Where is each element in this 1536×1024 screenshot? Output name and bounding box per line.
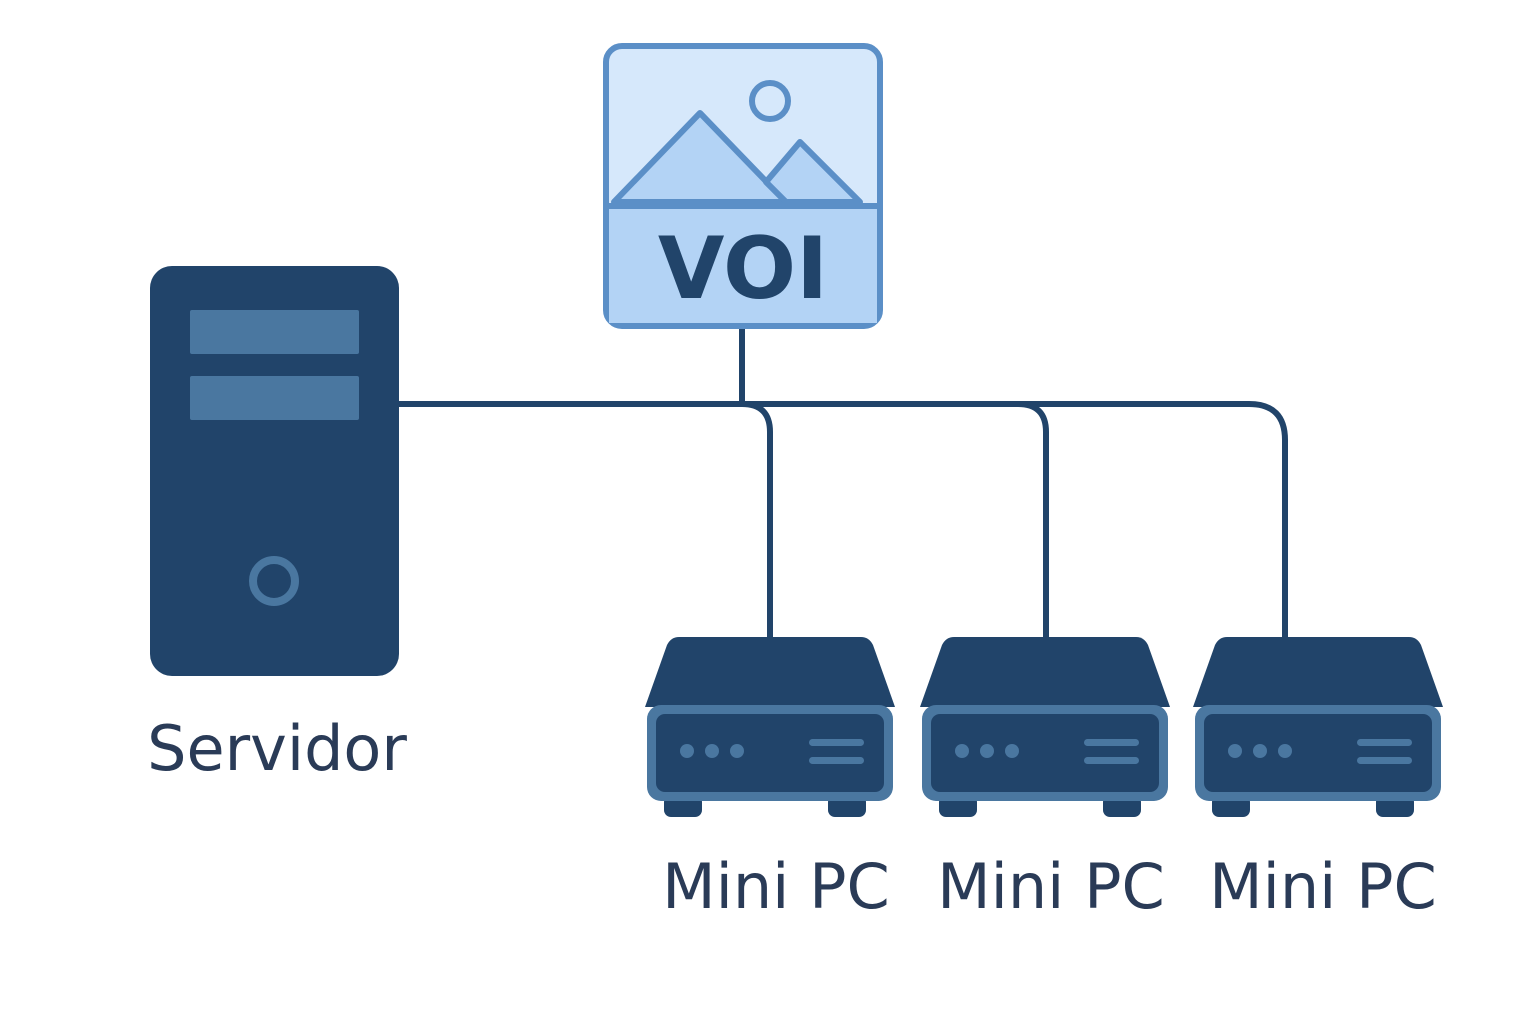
mini-pc-node-1: Mini PC bbox=[645, 637, 895, 923]
backbone-line bbox=[398, 401, 1288, 640]
mini-pc-icon bbox=[920, 637, 1170, 817]
connection-lines bbox=[398, 326, 1288, 640]
mini-pc-node-2: Mini PC bbox=[920, 637, 1170, 923]
image-icon bbox=[609, 80, 877, 209]
branch-line-2 bbox=[1017, 401, 1049, 640]
mini-pc-node-3: Mini PC bbox=[1193, 637, 1443, 923]
voi-node: VOI bbox=[603, 43, 883, 329]
mini-pc-icon bbox=[645, 637, 895, 817]
branch-line-1 bbox=[741, 401, 773, 640]
drive-bay-2 bbox=[190, 376, 359, 420]
server-tower-icon bbox=[150, 266, 399, 676]
mini-pc-label: Mini PC bbox=[937, 850, 1165, 923]
mini-pc-label: Mini PC bbox=[662, 850, 890, 923]
server-label: Servidor bbox=[147, 712, 407, 785]
mini-pc-label: Mini PC bbox=[1209, 850, 1437, 923]
voi-label: VOI bbox=[658, 219, 828, 319]
mini-pc-icon bbox=[1193, 637, 1443, 817]
drive-bay-1 bbox=[190, 310, 359, 354]
power-button-icon bbox=[249, 556, 299, 606]
server-node: Servidor bbox=[147, 266, 407, 785]
